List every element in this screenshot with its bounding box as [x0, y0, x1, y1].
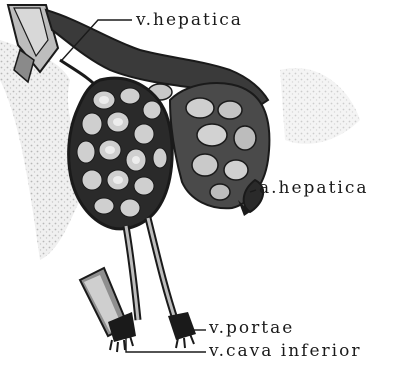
- portal-stems: [126, 218, 176, 322]
- label-v-portae: v.portae: [209, 320, 294, 337]
- vena-cava-vessel: [80, 268, 136, 352]
- hepatic-lobule-network: [69, 78, 173, 229]
- label-v-cava-inferior: v.cava inferior: [209, 343, 361, 360]
- label-a-hepatica: a.hepatica: [259, 180, 369, 197]
- label-v-hepatica: v.hepatica: [136, 12, 243, 29]
